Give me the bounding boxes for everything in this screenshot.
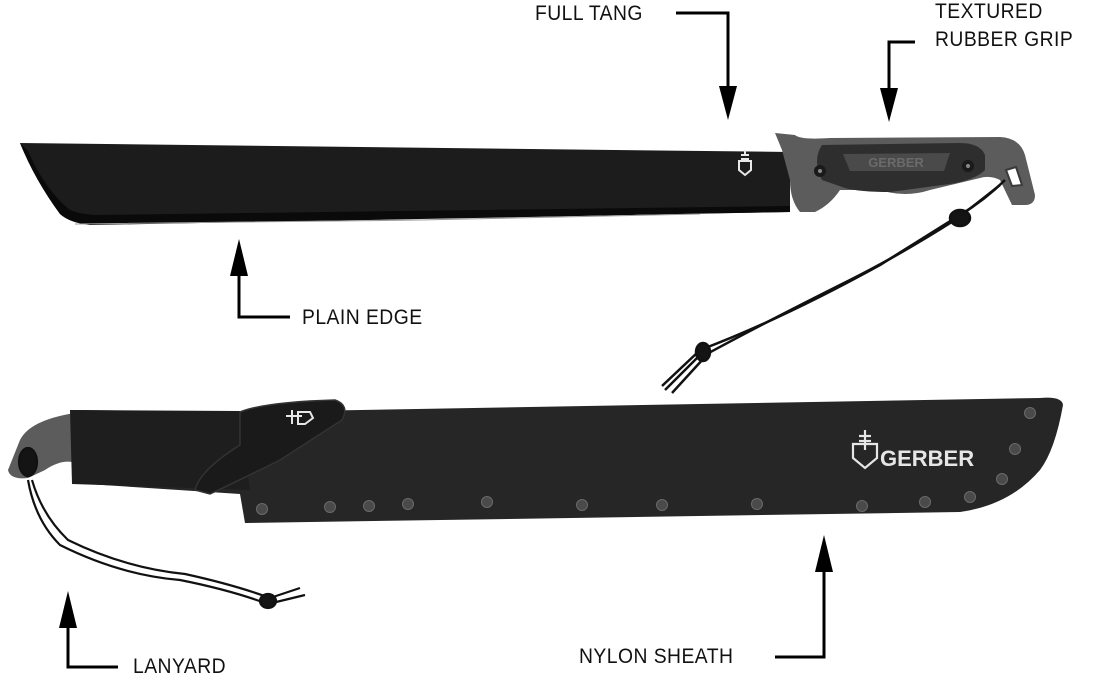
callout-grip-line2: RUBBER GRIP xyxy=(935,28,1074,51)
sheath-assembly: GERBER xyxy=(8,397,1063,610)
machete: GERBER xyxy=(20,133,1035,394)
full-tang-arrow-icon xyxy=(676,11,737,120)
flap-logo-icon xyxy=(286,410,315,425)
plain-edge-arrow-icon xyxy=(230,239,290,319)
lanyard-hole xyxy=(1004,165,1024,188)
gerber-logo-icon xyxy=(738,150,752,177)
blade-bevel xyxy=(20,143,790,225)
sheath-handle-pocket xyxy=(70,410,250,490)
callout-nylon-sheath: NYLON SHEATH xyxy=(579,645,734,668)
sheath-logo-icon xyxy=(851,430,879,470)
handle-brand-text: GERBER xyxy=(868,155,924,170)
lanyard-arrow-icon xyxy=(59,591,118,669)
blade-edge-highlight xyxy=(74,213,701,225)
callout-lanyard: LANYARD xyxy=(133,655,227,678)
nylon-sheath-arrow-icon xyxy=(775,535,833,659)
callout-grip-line1: TEXTURED xyxy=(935,0,1043,23)
blade xyxy=(20,143,790,224)
callout-plain-edge: PLAIN EDGE xyxy=(302,306,423,329)
callout-full-tang: FULL TANG xyxy=(535,2,643,25)
sheath-lanyard xyxy=(17,446,306,610)
sheathed-handle xyxy=(8,413,75,479)
sheath-brand-text: GERBER xyxy=(880,446,974,471)
grip-arrow-icon xyxy=(880,40,915,122)
handle-logo-plate xyxy=(843,153,950,171)
sheath-rivets xyxy=(256,407,1036,515)
machete-lanyard xyxy=(661,179,1006,394)
